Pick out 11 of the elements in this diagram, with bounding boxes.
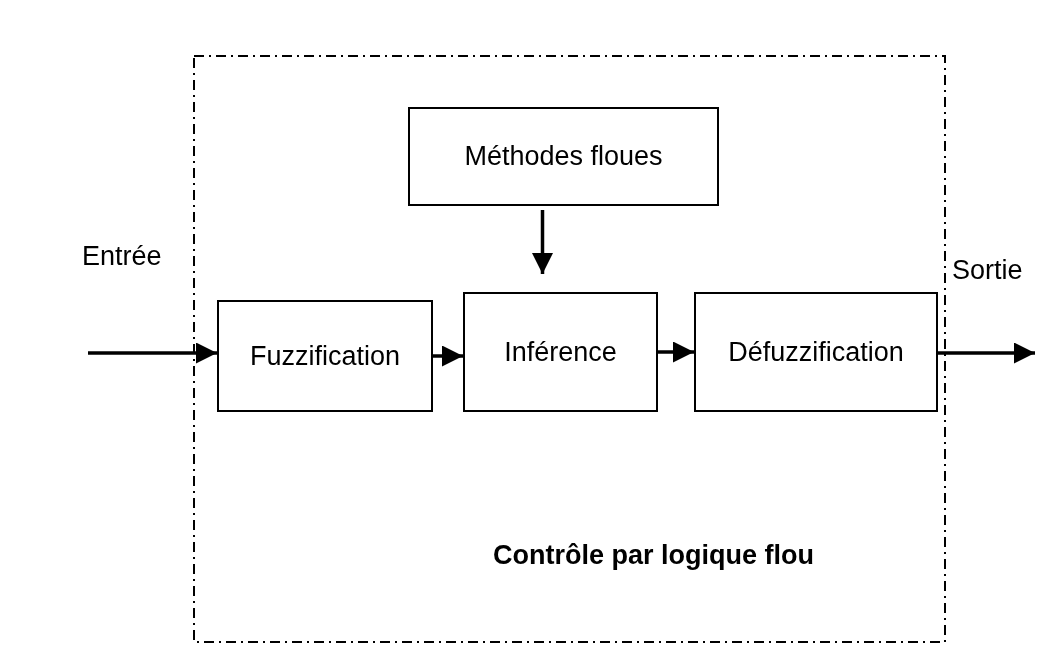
- process-box: Méthodes floues: [408, 107, 719, 206]
- arrow: [88, 342, 217, 364]
- process-box: Fuzzification: [217, 300, 433, 412]
- dashed-boundary: [193, 55, 946, 643]
- arrow: [433, 345, 463, 367]
- arrow: [938, 342, 1035, 364]
- arrow: [658, 341, 694, 363]
- process-box: Inférence: [463, 292, 658, 412]
- arrow: [532, 210, 553, 274]
- process-box: Défuzzification: [694, 292, 938, 412]
- group-title: Contrôle par logique flou: [493, 539, 814, 572]
